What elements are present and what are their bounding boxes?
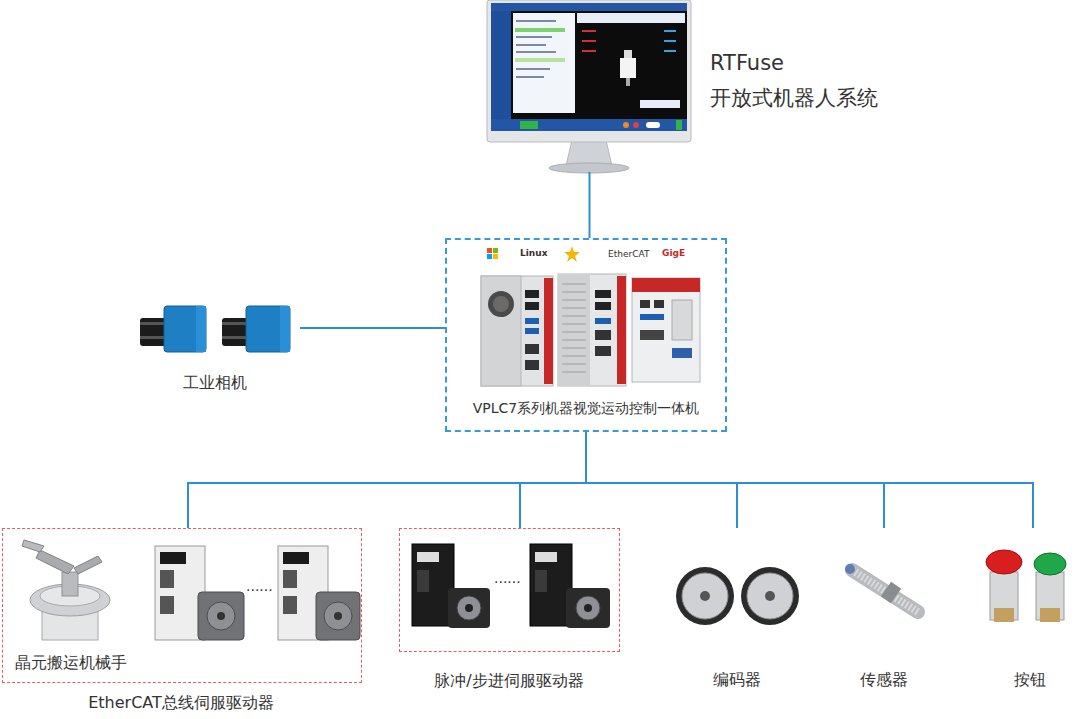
node-label: 脉冲/步进伺服驱动器: [380, 671, 638, 691]
button-node: 按钮: [982, 528, 1078, 693]
pulse-drive-group: 脉冲/步进伺服驱动器: [399, 528, 620, 652]
ipc-picture: [481, 274, 700, 386]
encoder-node: 编码器: [672, 528, 802, 693]
logo-text: Linux: [520, 248, 547, 258]
bus-connector: [586, 432, 884, 528]
bus-connector: [520, 432, 586, 528]
node-label: 按钮: [982, 670, 1078, 690]
robot-picture: [22, 540, 110, 640]
camera-picture: [140, 306, 290, 352]
bus-connector: [586, 432, 737, 528]
ethercat-drive-picture: [155, 546, 360, 640]
system-monitor: RTFuse 开放式机器人系统: [487, 0, 692, 172]
controller-box: VPLC7系列机器视觉运动控制一体机: [445, 238, 727, 432]
node-label: 编码器: [672, 670, 802, 690]
ellipsis-mark: ......: [494, 570, 521, 586]
node-label: RTFuse 开放式机器人系统: [710, 46, 910, 115]
node-label: 晶元搬运机械手: [15, 653, 145, 673]
button-picture: [986, 550, 1066, 622]
bus-connector: [300, 327, 445, 329]
monitor-picture: [487, 0, 691, 173]
os-logos: [487, 246, 580, 262]
node-label: EtherCAT总线伺服驱动器: [3, 693, 359, 713]
bus-connector: [188, 432, 586, 528]
node-label: 工业相机: [130, 373, 300, 393]
node-label: VPLC7系列机器视觉运动控制一体机: [451, 400, 721, 418]
sensor-picture: [845, 564, 918, 612]
logo-text: EtherCAT: [608, 249, 649, 259]
bus-connector: [586, 432, 1033, 528]
camera-node: 工业相机: [130, 295, 300, 400]
encoder-picture: [676, 567, 799, 625]
ethercat-group: EtherCAT总线伺服驱动器晶元搬运机械手: [2, 528, 362, 683]
sensor-node: 传感器: [830, 528, 938, 693]
logo-text: GigE: [662, 248, 685, 258]
bus-connector: [589, 172, 591, 238]
ellipsis-mark: ......: [246, 578, 273, 594]
robot-node: 晶元搬运机械手: [11, 537, 136, 679]
node-label: 传感器: [830, 670, 938, 690]
pulse-drive-picture: [412, 544, 610, 628]
